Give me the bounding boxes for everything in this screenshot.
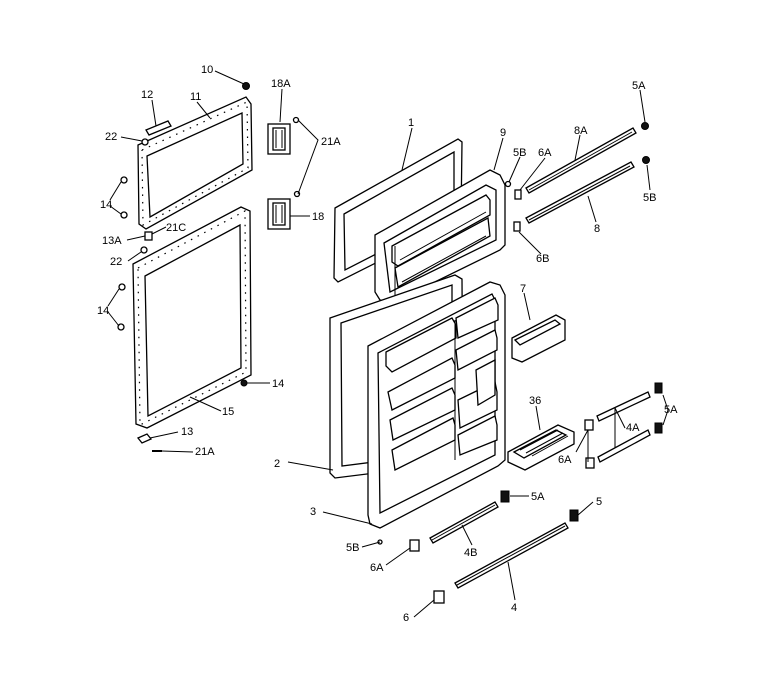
plug-14-e xyxy=(240,379,248,387)
leader-lines xyxy=(107,70,669,618)
freezer-door-liner-9 xyxy=(374,169,506,304)
hinge-18A xyxy=(267,123,291,155)
plug-14-d xyxy=(117,323,125,331)
endcap-6B xyxy=(513,221,521,232)
callout-7: 7 xyxy=(520,283,526,295)
callout-6B: 6B xyxy=(536,253,549,265)
callout-1: 1 xyxy=(408,117,414,129)
endcap-6A-r-b xyxy=(585,457,595,469)
callout-22-b: 22 xyxy=(110,256,122,268)
callout-5: 5 xyxy=(596,496,602,508)
plug-14-b xyxy=(120,211,128,219)
endcap-6A-r-a xyxy=(584,419,594,431)
trim-4 xyxy=(454,522,569,589)
callout-2: 2 xyxy=(274,458,280,470)
part-13 xyxy=(136,433,153,444)
screw-5 xyxy=(569,509,579,522)
callout-13A: 13A xyxy=(102,235,122,247)
screw-21A-a xyxy=(292,116,300,124)
callout-5A-mid: 5A xyxy=(531,491,545,503)
callout-13: 13 xyxy=(181,426,193,438)
callout-4A: 4A xyxy=(626,422,640,434)
screw-10 xyxy=(242,82,250,90)
callout-12: 12 xyxy=(141,89,153,101)
trim-8A xyxy=(525,127,637,194)
endcap-6A-top xyxy=(514,189,522,200)
callout-22-a: 22 xyxy=(105,131,117,143)
trim-8 xyxy=(525,161,635,224)
callout-10: 10 xyxy=(201,64,213,76)
screw-5A-mid xyxy=(500,490,510,503)
callout-14-b: 14 xyxy=(97,305,109,317)
callout-9: 9 xyxy=(500,127,506,139)
callout-5A-top: 5A xyxy=(632,80,646,92)
callout-8A: 8A xyxy=(574,125,588,137)
freezer-gasket-11 xyxy=(137,96,253,230)
callout-5A-right: 5A xyxy=(664,404,678,416)
callout-18: 18 xyxy=(312,211,324,223)
callout-6A-low: 6A xyxy=(370,562,384,574)
plug-14-c xyxy=(118,283,126,291)
screw-5A-r-b xyxy=(654,422,663,434)
plug-14-a xyxy=(120,176,128,184)
trim-4A-b xyxy=(597,429,651,463)
callout-5B-right: 5B xyxy=(643,192,656,204)
callout-15: 15 xyxy=(222,406,234,418)
tray-36 xyxy=(507,424,575,471)
screw-5B-right xyxy=(642,156,650,164)
endcap-6 xyxy=(433,590,445,604)
callout-4B: 4B xyxy=(464,547,477,559)
callout-14-c: 14 xyxy=(272,378,284,390)
callout-5B-low: 5B xyxy=(346,542,359,554)
callout-labels: 10 12 11 22 14 13A 21C 22 14 14 15 13 21… xyxy=(97,64,678,624)
screw-22b xyxy=(140,246,148,254)
hinge-18 xyxy=(267,198,291,230)
fresh-food-gasket-15 xyxy=(132,206,252,429)
callout-5B-top: 5B xyxy=(513,147,526,159)
callout-21C: 21C xyxy=(166,222,186,234)
trim-4A-a xyxy=(596,391,651,422)
screw-5A-top xyxy=(641,122,649,130)
callout-11: 11 xyxy=(190,91,201,103)
callout-3: 3 xyxy=(310,506,316,518)
hinge-13A xyxy=(144,231,153,241)
endcap-6A-low xyxy=(409,539,420,552)
callout-6A-top: 6A xyxy=(538,147,552,159)
callout-6: 6 xyxy=(403,612,409,624)
screw-22a xyxy=(141,138,149,146)
callout-36: 36 xyxy=(529,395,541,407)
trim-4B xyxy=(429,501,499,544)
fresh-food-door-liner-3 xyxy=(367,281,506,529)
callout-8: 8 xyxy=(594,223,600,235)
strip-12 xyxy=(145,120,172,136)
screw-5A-r-a xyxy=(654,382,663,394)
callout-18A: 18A xyxy=(271,78,291,90)
bin-7 xyxy=(511,314,566,363)
callout-14-a: 14 xyxy=(100,199,112,211)
callout-4: 4 xyxy=(511,602,517,614)
callout-6A-right: 6A xyxy=(558,454,572,466)
freezer-door-gasket-1 xyxy=(333,138,463,283)
callout-21A-low: 21A xyxy=(195,446,215,458)
screw-5B-top xyxy=(504,180,512,188)
callout-21A-top: 21A xyxy=(321,136,341,148)
